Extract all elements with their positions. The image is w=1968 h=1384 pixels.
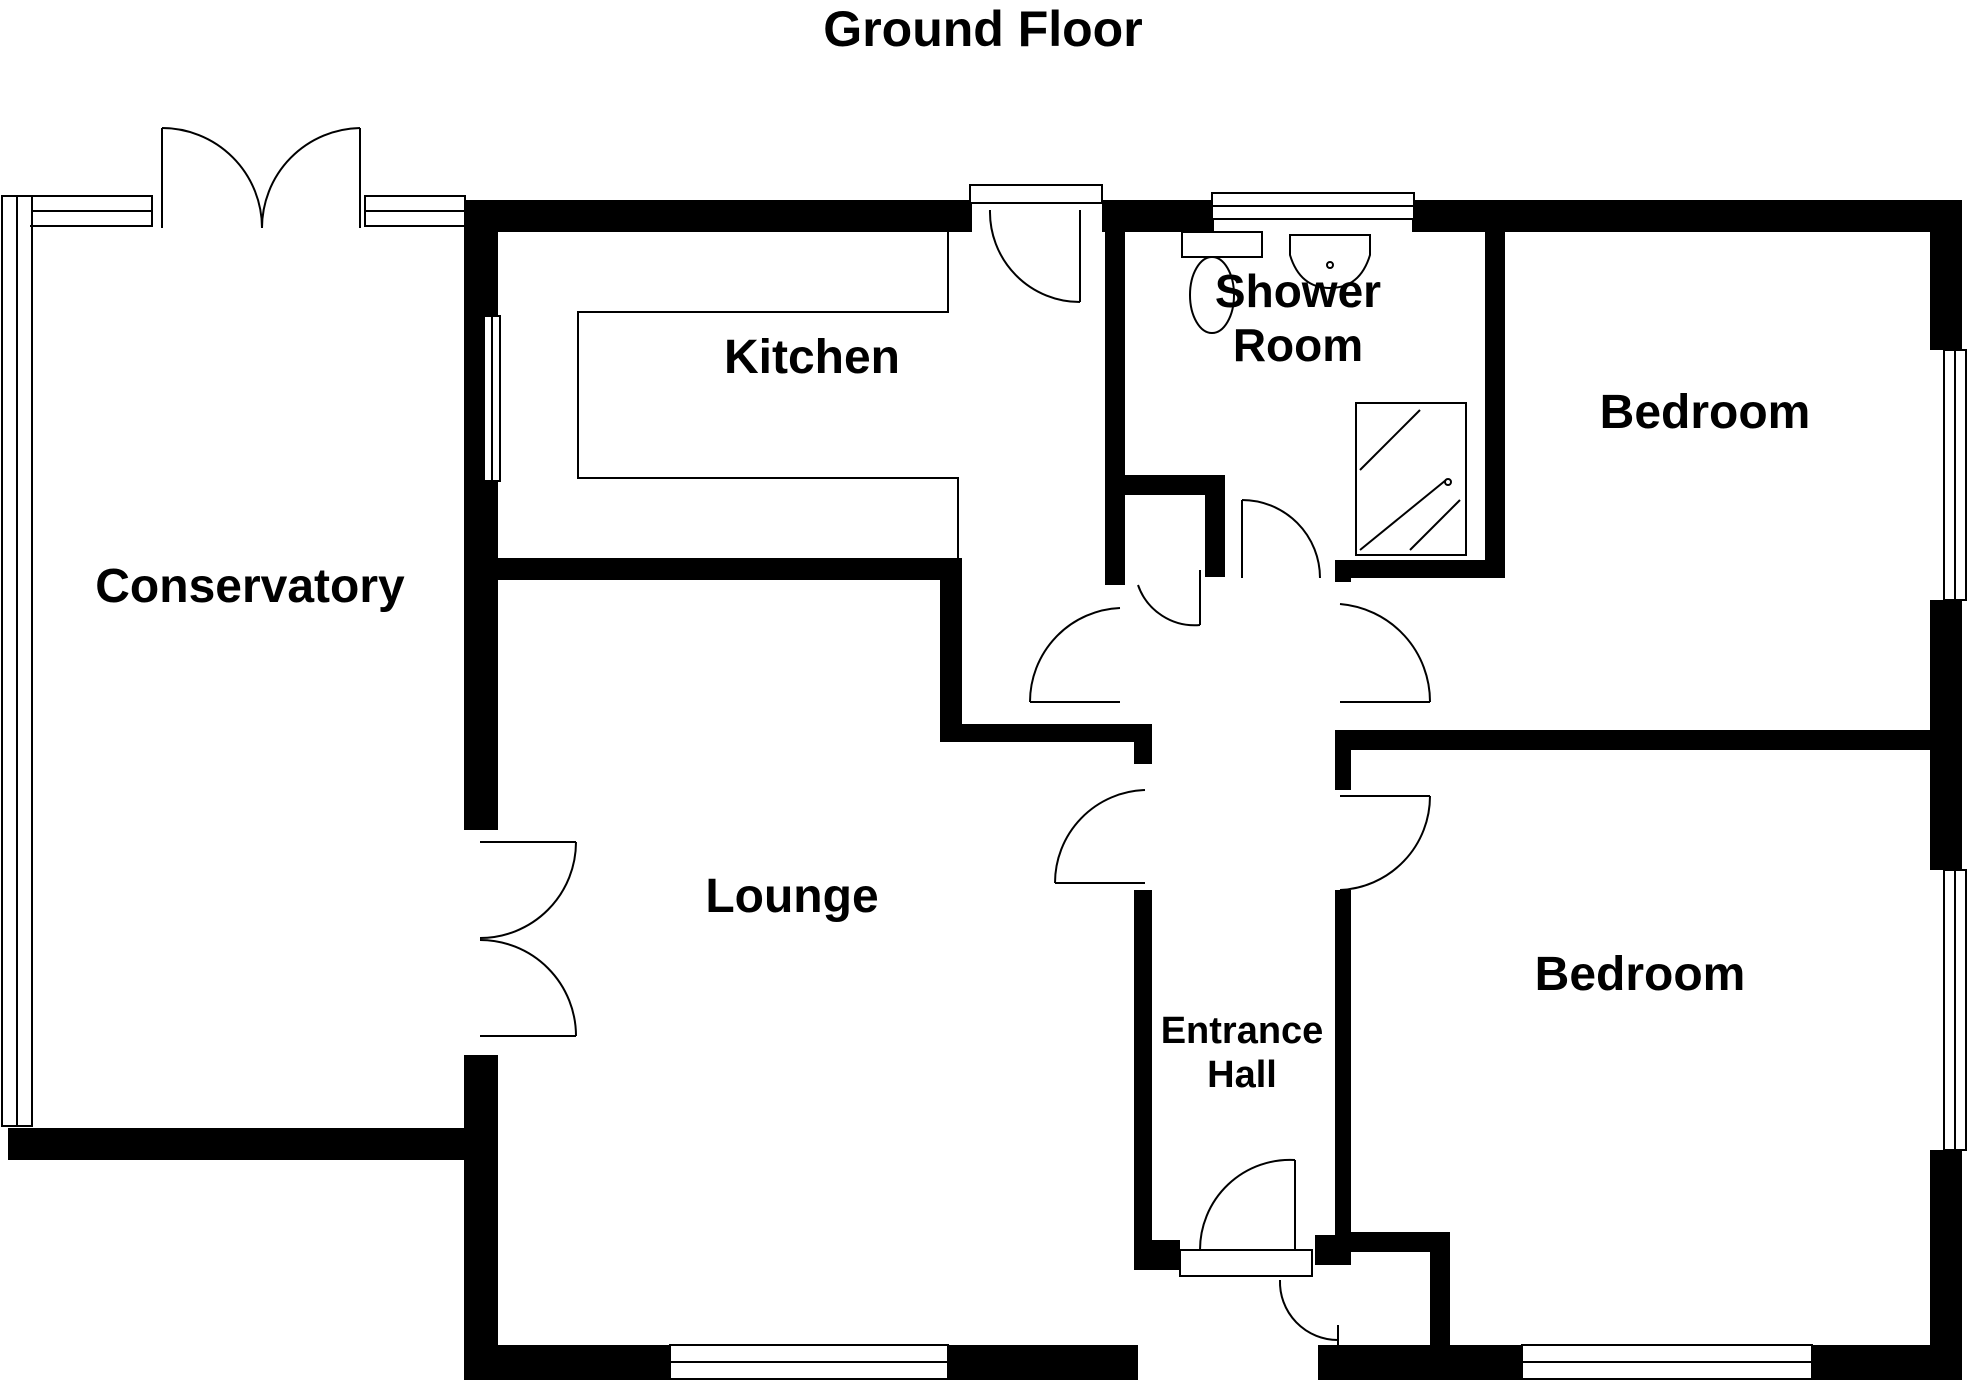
room-labels: Conservatory Kitchen Shower Room Bedroom… — [95, 265, 1810, 1096]
room-label-entrance-hall-line1: Entrance — [1161, 1010, 1324, 1052]
room-label-shower-room-line1: Shower — [1215, 265, 1381, 317]
room-label-lounge: Lounge — [705, 870, 878, 923]
windows — [1, 184, 1967, 1380]
floor-title: Ground Floor — [823, 1, 1142, 57]
washbasin-icon — [1289, 234, 1371, 290]
room-label-bedroom-2: Bedroom — [1535, 948, 1746, 1001]
shower-tray-icon — [1355, 402, 1467, 556]
room-label-shower-room-line2: Room — [1233, 319, 1363, 371]
fixtures — [577, 230, 1467, 560]
walls — [8, 200, 1962, 1380]
room-label-bedroom-1: Bedroom — [1600, 386, 1811, 439]
toilet-icon — [1181, 231, 1263, 258]
room-label-entrance-hall-line2: Hall — [1207, 1054, 1277, 1096]
doors — [161, 127, 1432, 1345]
room-label-conservatory: Conservatory — [95, 560, 405, 613]
room-label-kitchen: Kitchen — [724, 331, 900, 384]
